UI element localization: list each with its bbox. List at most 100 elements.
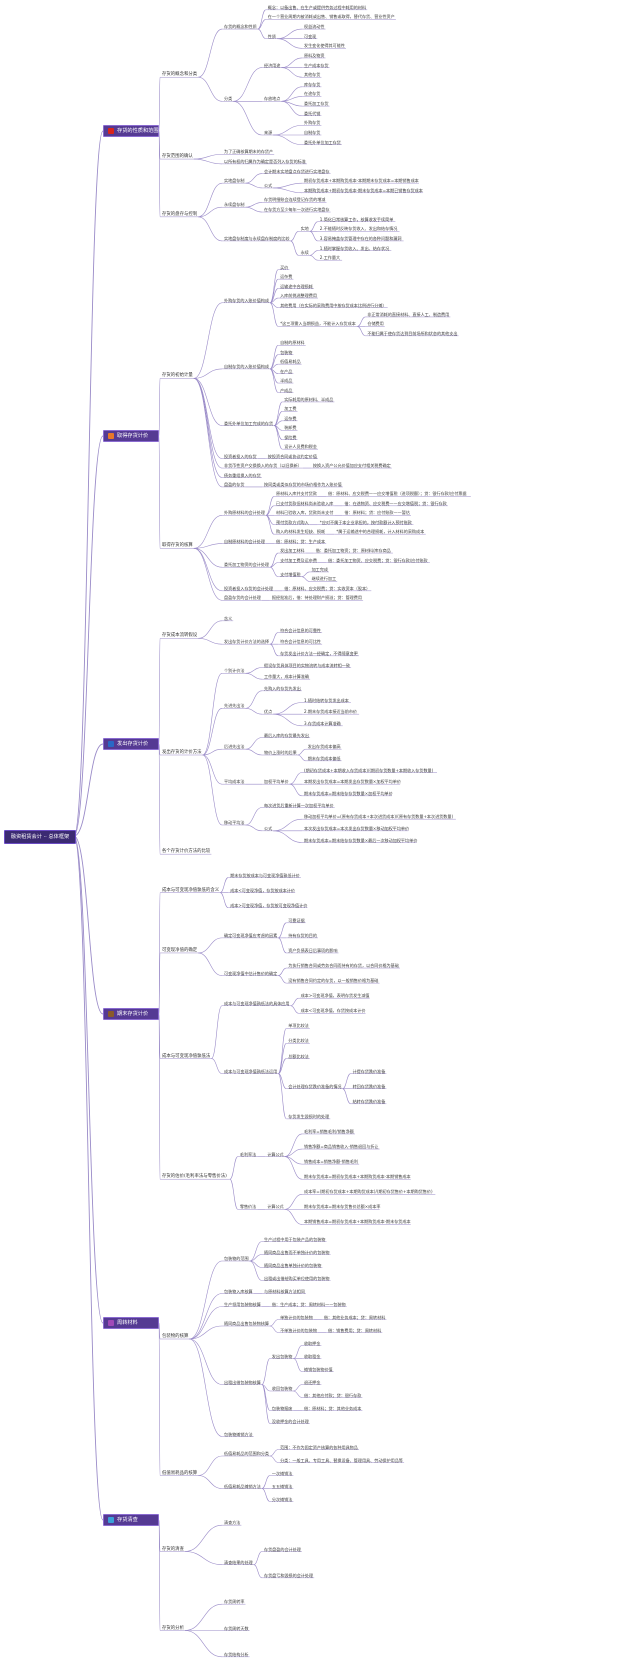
subtopic-node[interactable]: 实地: [300, 226, 309, 232]
subtopic-node[interactable]: 包装物入库核算: [224, 1288, 253, 1294]
subtopic-node[interactable]: 分类：一般工具、专用工具、替换设备、管理用具、劳动保护用品等: [280, 1457, 403, 1463]
subtopic-node[interactable]: 在途存货: [304, 91, 321, 97]
subtopic-node[interactable]: 其他费用（在实际的采购费用中按存货成本比例进行分摊）: [280, 302, 387, 308]
subtopic-node[interactable]: 按换入资产公允价值加应支付相关税费确定: [312, 463, 391, 469]
subtopic-node[interactable]: 总额比较法: [288, 1053, 309, 1059]
subtopic-node[interactable]: 盘盈存货的会计处理: [224, 595, 261, 601]
subtopic-node[interactable]: 借：原材料、应交税费——应交增值税（进项税额）；贷：银行存款/应付票据: [328, 491, 467, 497]
subtopic-node[interactable]: 在存货方至少每年一次进行实地盘存: [264, 207, 330, 213]
subtopic-node[interactable]: *属于运输途中的合理损耗，计入材料的采购成本: [336, 529, 425, 535]
topic-node[interactable]: 存货成本流转假设: [162, 633, 198, 639]
subtopic-node[interactable]: 借：生产成本；贷：周转材料——包装物: [271, 1301, 346, 1307]
subtopic-node[interactable]: 非正常消耗的直接材料、直接人工、制造费用: [367, 311, 450, 317]
subtopic-node[interactable]: 原材料入库并支付货款: [276, 491, 317, 497]
topic-node[interactable]: 存货的概念和分类: [162, 72, 198, 78]
subtopic-node[interactable]: 存货发生毁损时的处理: [288, 1113, 330, 1119]
subtopic-node[interactable]: 本期发出存货成本=本期发出存货数量×加权平均单价: [304, 779, 401, 785]
subtopic-node[interactable]: 收取租金: [304, 1353, 321, 1359]
subtopic-node[interactable]: 低值易耗品: [280, 359, 301, 365]
subtopic-node[interactable]: 库存存货: [304, 81, 321, 87]
subtopic-node[interactable]: 3.容易掩盖存货管理中存在的各种问题和漏洞: [319, 235, 402, 241]
subtopic-node[interactable]: 1.随时掌握存货收入、发出、结存状况: [319, 245, 390, 251]
subtopic-node[interactable]: 成本<可变现净值，存货按成本计价: [230, 887, 296, 893]
subtopic-node[interactable]: 自制原材料的会计处理: [224, 538, 265, 544]
subtopic-node[interactable]: 移动加权平均单价=(原有存货成本+本次进货成本)/(原有存货数量+本次进货数量): [304, 814, 454, 820]
topic-node[interactable]: 各个存货计价方法的比较: [162, 849, 211, 855]
subtopic-node[interactable]: 符合会计信息的可靠性: [280, 627, 322, 633]
subtopic-node[interactable]: 借：原材料；贷：应付账款——暂估: [344, 510, 410, 516]
subtopic-node[interactable]: 销售成本=销售净额-销售毛利: [304, 1159, 359, 1165]
subtopic-node[interactable]: 委托加工存货: [304, 101, 329, 107]
subtopic-node[interactable]: 在产品: [280, 368, 293, 374]
topic-node[interactable]: 存货的清查: [162, 1546, 184, 1552]
subtopic-node[interactable]: 毛利率法: [239, 1151, 257, 1157]
topic-node[interactable]: 存货的分析: [162, 1625, 184, 1631]
subtopic-node[interactable]: 存货结构分析: [224, 1651, 249, 1657]
subtopic-node[interactable]: 平均成本法: [224, 779, 245, 785]
subtopic-node[interactable]: 借：原材料、应交税费；贷：实收资本（股本）: [284, 585, 371, 591]
subtopic-node[interactable]: 存货的概念和性质: [224, 24, 257, 30]
subtopic-node[interactable]: 非货币性资产交换换入的存货（以旧换新）: [224, 463, 302, 469]
subtopic-node[interactable]: 可靠证据: [288, 917, 305, 923]
subtopic-node[interactable]: 借：原材料；贷：生产成本: [276, 538, 326, 544]
subtopic-node[interactable]: 其他存货: [304, 72, 321, 78]
subtopic-node[interactable]: 与原材料核算方法相同: [264, 1288, 305, 1294]
subtopic-node[interactable]: 发出加工材料: [280, 548, 305, 554]
topic-node[interactable]: 可变现净值的确定: [162, 947, 198, 953]
subtopic-node[interactable]: 分类比较法: [288, 1038, 309, 1044]
subtopic-node[interactable]: 投资者投入存货的会计处理: [224, 585, 274, 591]
subtopic-node[interactable]: 范围：不作为固定资产核算的各种用具物品: [280, 1444, 358, 1450]
subtopic-node[interactable]: 永续盘存制: [224, 202, 245, 208]
subtopic-node[interactable]: 半成品: [280, 378, 293, 384]
subtopic-node[interactable]: 借：在途物资、应交税费——应交增值税；贷：银行存款: [344, 500, 447, 506]
topic-node[interactable]: 存货的初始计量: [162, 373, 193, 379]
subtopic-node[interactable]: 每次进货后重新计算一次加权平均单价: [264, 802, 334, 808]
topic-node[interactable]: 存货的估价(毛利率法与零售价法): [162, 1174, 227, 1180]
branch-topic[interactable]: 存货的性质和范围: [103, 125, 159, 137]
subtopic-node[interactable]: 资产负债表日后事项的影响: [288, 947, 338, 953]
subtopic-node[interactable]: 结转存货跌价准备: [352, 1098, 386, 1104]
subtopic-node[interactable]: 工作量大，成本计算准确: [264, 674, 310, 680]
subtopic-node[interactable]: 已支付货款但材料尚未验收入库: [276, 500, 334, 506]
subtopic-node[interactable]: 设计人员费和税金: [284, 444, 317, 450]
subtopic-node[interactable]: 成本率=(期初存货成本+本期购货成本)/(期初存货售价+本期购货售价): [304, 1189, 433, 1195]
subtopic-node[interactable]: 包装物报废: [271, 1405, 293, 1411]
subtopic-node[interactable]: 产成品: [280, 387, 293, 393]
subtopic-node[interactable]: 假设存货具体项目的实物流转与成本流转相一致: [264, 662, 350, 668]
subtopic-node[interactable]: 永续: [300, 250, 309, 256]
subtopic-node[interactable]: 借：委托加工物资、应交税费；贷：银行存款/应付账款: [328, 557, 428, 563]
subtopic-node[interactable]: 期末存货成本=期初存货成本+本期购货成本-本期销售成本: [304, 1174, 411, 1180]
subtopic-node[interactable]: 单独计价的包装物: [280, 1314, 313, 1320]
subtopic-node[interactable]: 随同商品出售而不单独计价的包装物: [264, 1249, 330, 1255]
subtopic-node[interactable]: 运输途中合理损耗: [280, 283, 313, 289]
subtopic-node[interactable]: 持有存货的目的: [288, 932, 317, 938]
subtopic-node[interactable]: 收回包装物: [271, 1386, 293, 1391]
subtopic-node[interactable]: 实地盘存制度与永续盘存制度的比较: [224, 235, 290, 241]
subtopic-node[interactable]: 随同商品出售包装物核算: [224, 1321, 270, 1326]
subtopic-node[interactable]: 发出存货成本偏高: [307, 744, 341, 750]
topic-node[interactable]: 成本与可变现净值孰低法: [162, 1053, 211, 1059]
subtopic-node[interactable]: 出租出借包装物核算: [224, 1379, 261, 1385]
root-topic[interactable]: 融资租赁会计 ·· 总体框架: [4, 830, 76, 844]
subtopic-node[interactable]: 借：委托加工物资；贷：原材料/库存商品: [315, 548, 391, 554]
subtopic-node[interactable]: 为执行销售合同或劳务合同而持有的存货，以合同价格为基础: [288, 963, 399, 969]
subtopic-node[interactable]: 按投资合同或协议约定价值: [267, 453, 317, 459]
subtopic-node[interactable]: 成本与可变现净值孰低法运用: [224, 1068, 278, 1074]
subtopic-node[interactable]: 2.工作量大: [319, 255, 341, 261]
subtopic-node[interactable]: 报经批准后，借：待处理财产损溢；贷：管理费用: [271, 595, 362, 601]
topic-node[interactable]: 成本与可变现净值孰低的含义: [162, 887, 220, 893]
subtopic-node[interactable]: 不能归属于使存货达到目前场所和状态的其他支出: [367, 330, 458, 336]
subtopic-node[interactable]: 计算公式: [267, 1204, 284, 1210]
subtopic-node[interactable]: 包装物的范围: [224, 1256, 249, 1261]
subtopic-node[interactable]: 加工完成: [311, 566, 328, 572]
subtopic-node[interactable]: 摊销包装物价值: [304, 1366, 333, 1372]
subtopic-node[interactable]: 发生变化使得其可能性: [304, 43, 345, 49]
subtopic-node[interactable]: 存放地点: [264, 96, 281, 102]
subtopic-node[interactable]: 外购原材料的会计处理: [224, 510, 265, 516]
subtopic-node[interactable]: 先购入的存货先发出: [264, 685, 301, 691]
subtopic-node[interactable]: 债务重组换入的存货: [224, 472, 261, 478]
topic-node[interactable]: 取得存货的核算: [162, 543, 193, 549]
subtopic-node[interactable]: 经济用途: [264, 62, 281, 68]
topic-node[interactable]: 低值易耗品的核算: [162, 1470, 198, 1476]
subtopic-node[interactable]: 不单独计价的包装物: [280, 1327, 317, 1333]
